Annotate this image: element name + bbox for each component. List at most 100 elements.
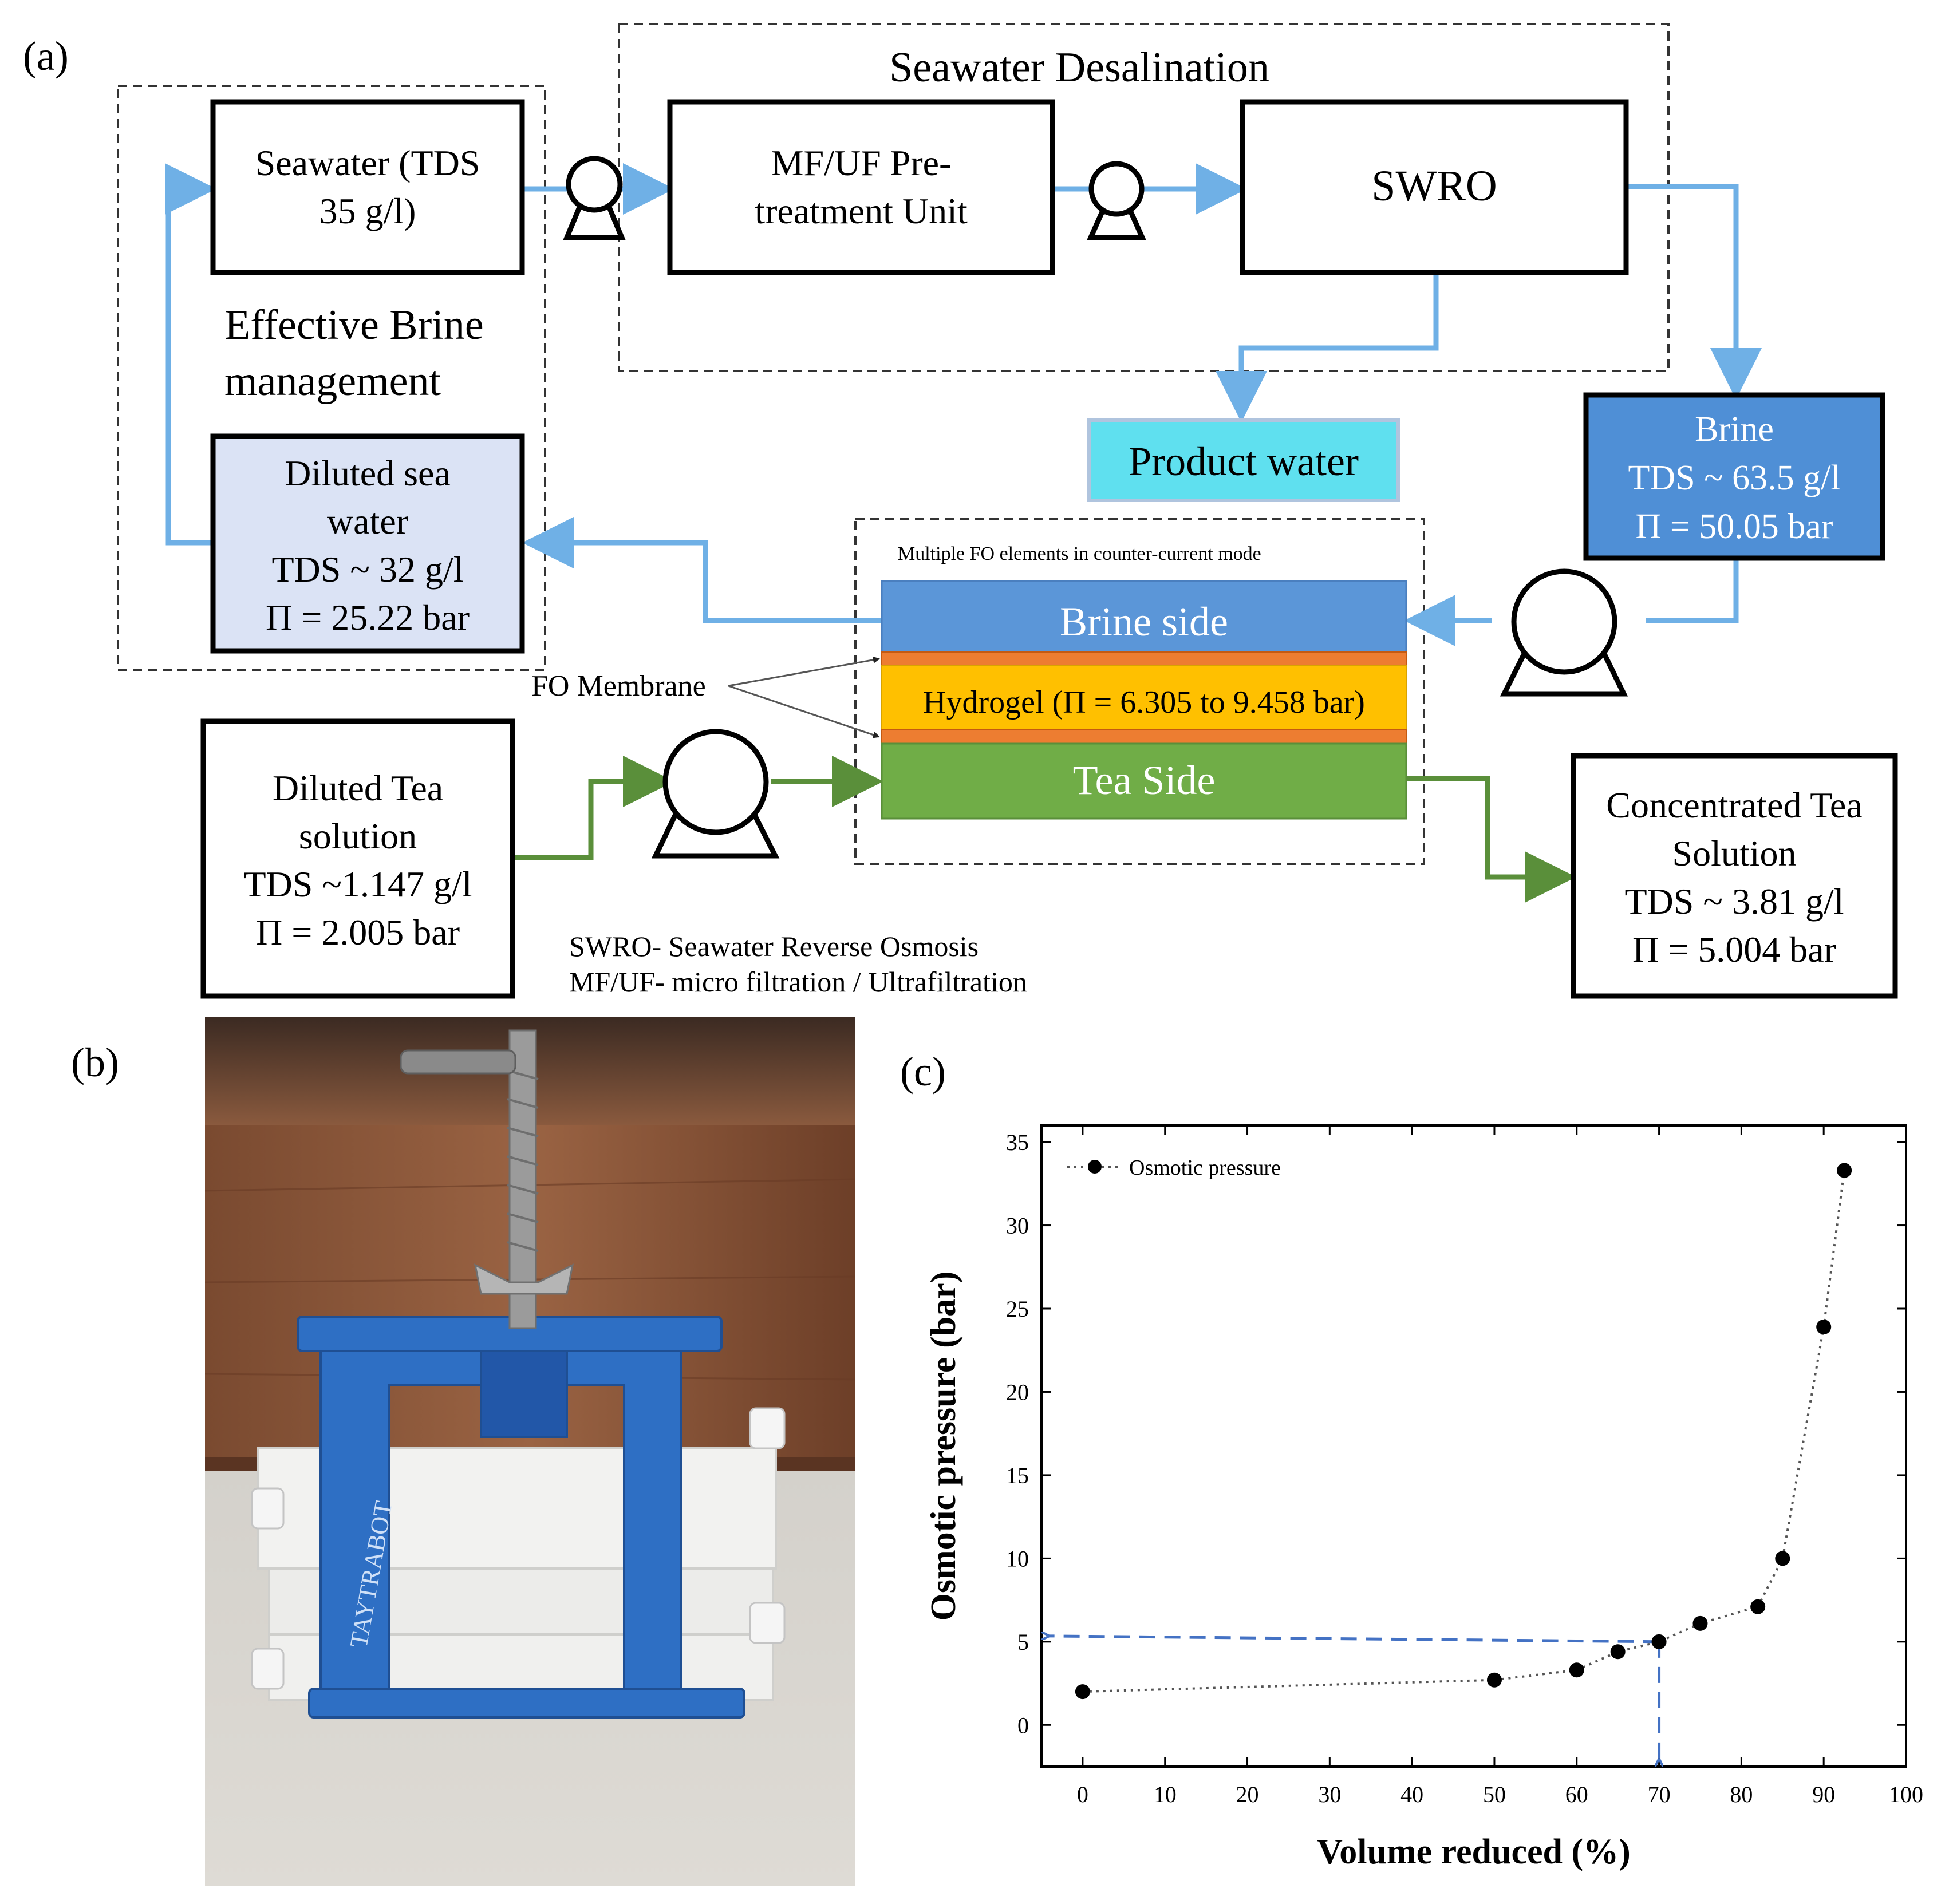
green-flow-lines [512,756,1576,903]
seawater-desalination-group [618,23,1670,372]
mfuf-box-line1: MF/UF Pre- [771,143,952,183]
fo-module-group [854,518,1425,865]
panel-label-b: (b) [71,1040,119,1085]
clamp-photo-icon: TAYTRABOT [204,1017,856,1886]
effective-brine-label-line2: management [224,358,441,405]
y-tick-label: 0 [1017,1712,1029,1738]
fo-membrane-label: FO Membrane [531,670,706,702]
concentrated-tea-box: Concentrated Tea Solution TDS ~ 3.81 g/l… [1571,753,1898,999]
pump-icon [651,729,780,859]
annotation-horizontal-arrow [1048,1636,1659,1644]
data-point [1569,1662,1584,1678]
hydrogel-label: Hydrogel (Π = 6.305 to 9.458 bar) [923,685,1365,720]
plot-frame [1040,1124,1907,1768]
brine-side-label: Brine side [1060,599,1228,645]
osmotic-chart: 0 10 20 30 40 50 60 70 80 90 100 0 5 10 15 20 25 30 35 Vo… [924,1124,1923,1871]
x-tick-label: 50 [1483,1781,1506,1807]
brine-management-group [117,85,546,671]
fo-module-label: Multiple FO elements in counter-current … [898,543,1261,564]
pump-icon [1087,161,1146,240]
legend-label: Osmotic pressure [1129,1156,1281,1180]
data-point [1750,1599,1766,1614]
abbreviation-swro: SWRO- Seawater Reverse Osmosis [569,930,979,962]
tea-side-layer [881,742,1407,820]
seawater-desalination-label: Seawater Desalination [889,44,1269,91]
mfuf-box: MF/UF Pre- treatment Unit [667,99,1055,275]
data-point [1075,1684,1090,1700]
x-axis-label: Volume reduced (%) [1317,1832,1631,1871]
diluted-tea-box: Diluted Tea solution TDS ~1.147 g/l Π = … [200,718,515,999]
brine-box-line3: Π = 50.05 bar [1636,507,1833,546]
diluted-tea-line1: Diluted Tea [273,768,443,808]
brine-box: Brine TDS ~ 63.5 g/l Π = 50.05 bar [1583,392,1885,561]
series-line [1082,1170,1846,1693]
concentrated-tea-line4: Π = 5.004 bar [1632,929,1836,970]
diluted-tea-line4: Π = 2.005 bar [256,912,460,953]
x-tick-label: 70 [1648,1781,1671,1807]
concentrated-tea-line1: Concentrated Tea [1606,785,1862,825]
data-point [1651,1634,1667,1649]
fo-membrane-top [881,651,1407,666]
abbreviation-mfuf: MF/UF- micro filtration / Ultrafiltratio… [569,966,1027,998]
y-tick-label: 35 [1006,1129,1029,1155]
y-tick-label: 10 [1006,1546,1029,1571]
pump-icon [563,156,626,240]
hydrogel-layer [881,665,1407,730]
annotation-arrows [1048,1636,1659,1760]
swro-box-label: SWRO [1371,162,1497,210]
diluted-sea-line2: water [327,501,408,542]
data-point [1816,1320,1832,1334]
concentrated-tea-line2: Solution [1672,833,1797,874]
x-tick-label: 80 [1730,1781,1753,1807]
mfuf-box-line2: treatment Unit [755,191,968,231]
x-axis-ticks: 0 10 20 30 40 50 60 70 80 90 100 [1077,1125,1923,1807]
x-tick-label: 30 [1318,1781,1341,1807]
x-tick-label: 10 [1154,1781,1177,1807]
seawater-box-line2: 35 g/l) [319,191,416,231]
y-tick-label: 25 [1006,1296,1029,1322]
tea-side-label: Tea Side [1073,757,1216,803]
pump-icon [1500,568,1628,697]
panel-label-c: (c) [900,1049,946,1095]
concentrated-tea-line3: TDS ~ 3.81 g/l [1624,881,1844,922]
y-tick-label: 20 [1006,1379,1029,1405]
x-tick-label: 20 [1236,1781,1259,1807]
diluted-sea-line3: TDS ~ 32 g/l [271,549,463,590]
diluted-sea-line4: Π = 25.22 bar [266,597,470,638]
fo-membrane-bottom [881,729,1407,744]
brine-box-line2: TDS ~ 63.5 g/l [1628,459,1840,497]
x-tick-label: 0 [1077,1781,1088,1807]
seawater-box-line1: Seawater (TDS [255,143,480,183]
x-tick-label: 60 [1565,1781,1588,1807]
data-point [1837,1163,1852,1178]
data-point [1486,1672,1502,1688]
product-water-box: Product water [1087,418,1400,502]
diluted-tea-line3: TDS ~1.147 g/l [243,864,472,904]
data-point [1692,1615,1708,1631]
x-tick-label: 90 [1812,1781,1835,1807]
swro-box: SWRO [1240,99,1629,275]
effective-brine-label-line1: Effective Brine [224,302,484,349]
diluted-tea-line2: solution [299,816,417,856]
data-point [1610,1644,1626,1660]
fo-module-stack: Brine side Hydrogel (Π = 6.305 to 9.458 … [881,580,1407,820]
blue-flow-lines [165,163,1762,646]
x-tick-label: 100 [1889,1781,1923,1807]
chart-legend: Osmotic pressure [1067,1156,1281,1180]
diluted-sea-line1: Diluted sea [285,453,451,493]
y-axis-ticks: 0 5 10 15 20 25 30 35 [1006,1129,1906,1738]
y-tick-label: 30 [1006,1213,1029,1239]
series-points [1075,1163,1852,1700]
fo-membrane-pointers [728,656,880,738]
seawater-box: Seawater (TDS 35 g/l) [210,99,525,275]
brine-box-line1: Brine [1695,410,1774,449]
x-tick-label: 40 [1400,1781,1423,1807]
product-water-label: Product water [1129,439,1359,484]
panel-label-a: (a) [23,33,69,79]
y-tick-label: 5 [1017,1629,1029,1655]
data-point [1775,1551,1790,1566]
y-tick-label: 15 [1006,1463,1029,1488]
diluted-sea-box: Diluted sea water TDS ~ 32 g/l Π = 25.22… [210,433,525,654]
y-axis-label: Osmotic pressure (bar) [924,1271,963,1621]
